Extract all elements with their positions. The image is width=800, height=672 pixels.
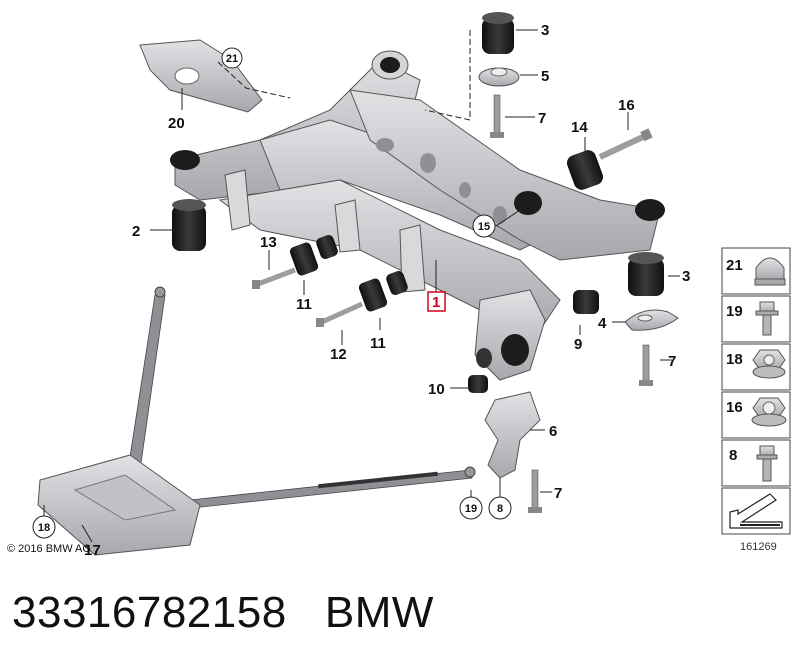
rubber-mount-3-right <box>628 252 664 296</box>
callout-14: 14 <box>571 119 588 136</box>
callout-5: 5 <box>541 68 549 85</box>
hex-bolt-icon <box>756 445 778 482</box>
callout-19-circle: 19 <box>459 496 483 520</box>
rubber-mount-14 <box>567 150 603 190</box>
callout-12: 12 <box>330 346 347 363</box>
flange-bolt-icon <box>755 301 779 336</box>
callout-16: 16 <box>618 97 635 114</box>
bolt-13 <box>252 267 296 289</box>
heat-shield-hole <box>174 67 200 85</box>
svg-text:8: 8 <box>497 503 503 515</box>
collar-nut-icon <box>751 397 787 427</box>
leader-lines <box>43 29 680 543</box>
strut-brace-17 <box>37 286 476 556</box>
heat-shield-part <box>139 39 263 113</box>
legend-number-21: 21 <box>726 257 743 274</box>
rubber-mount-3-top <box>482 12 514 54</box>
callout-6: 6 <box>549 423 557 440</box>
svg-text:15: 15 <box>478 221 490 233</box>
callout-15-circle: 15 <box>472 214 496 238</box>
washer-4 <box>624 309 679 331</box>
callout-7-top: 7 <box>538 110 546 127</box>
svg-text:21: 21 <box>226 53 238 65</box>
callout-18-circle: 18 <box>32 515 56 539</box>
callout-3-top: 3 <box>541 22 549 39</box>
callout-11-upper: 11 <box>296 296 312 313</box>
bracket-6 <box>484 391 541 479</box>
svg-text:19: 19 <box>465 503 477 515</box>
rubber-bushes-11-lower <box>358 270 408 312</box>
bolt-7-top <box>490 94 504 138</box>
callout-9: 9 <box>574 336 582 353</box>
legend-number-16: 16 <box>726 399 743 416</box>
callout-8-circle: 8 <box>488 496 512 520</box>
rubber-bush-10 <box>468 375 488 393</box>
callout-2: 2 <box>132 223 140 240</box>
legend-number-18: 18 <box>726 351 743 368</box>
washer-5 <box>478 67 520 87</box>
diagram-id: 161269 <box>740 541 777 553</box>
svg-text:18: 18 <box>38 522 50 534</box>
legend-number-8: 8 <box>729 447 737 464</box>
callout-7-bottom: 7 <box>554 485 562 502</box>
rear-axle-carrier-part <box>170 50 665 381</box>
callout-13: 13 <box>260 234 277 251</box>
cap-nut-icon <box>754 257 786 286</box>
callout-7-right: 7 <box>668 353 676 370</box>
copyright-notice: © 2016 BMW AG <box>7 543 91 555</box>
callout-20: 20 <box>168 115 185 132</box>
bolt-7-bottom <box>528 469 542 513</box>
part-number-caption: 33316782158 BMW <box>12 588 434 637</box>
fastener-legend: 21 19 18 16 8 <box>721 247 791 535</box>
bolt-7-right <box>639 344 653 386</box>
callout-11-lower: 11 <box>370 335 386 352</box>
rubber-bush-9 <box>573 290 599 314</box>
bolt-16 <box>598 128 653 160</box>
callout-3-right: 3 <box>682 268 690 285</box>
callout-21-circle: 21 <box>221 47 243 69</box>
legend-number-19: 19 <box>726 303 743 320</box>
callout-4: 4 <box>598 315 607 332</box>
rubber-bushes-11-upper <box>289 234 338 276</box>
callout-1-highlight-box <box>427 291 446 312</box>
callout-10: 10 <box>428 381 445 398</box>
direction-arrow-icon <box>729 493 783 529</box>
callout-17: 17 <box>84 542 101 559</box>
bolt-12 <box>316 301 364 327</box>
rubber-mount-2 <box>172 199 206 251</box>
callout-1: 1 <box>432 294 440 311</box>
flange-nut-icon <box>752 349 786 379</box>
